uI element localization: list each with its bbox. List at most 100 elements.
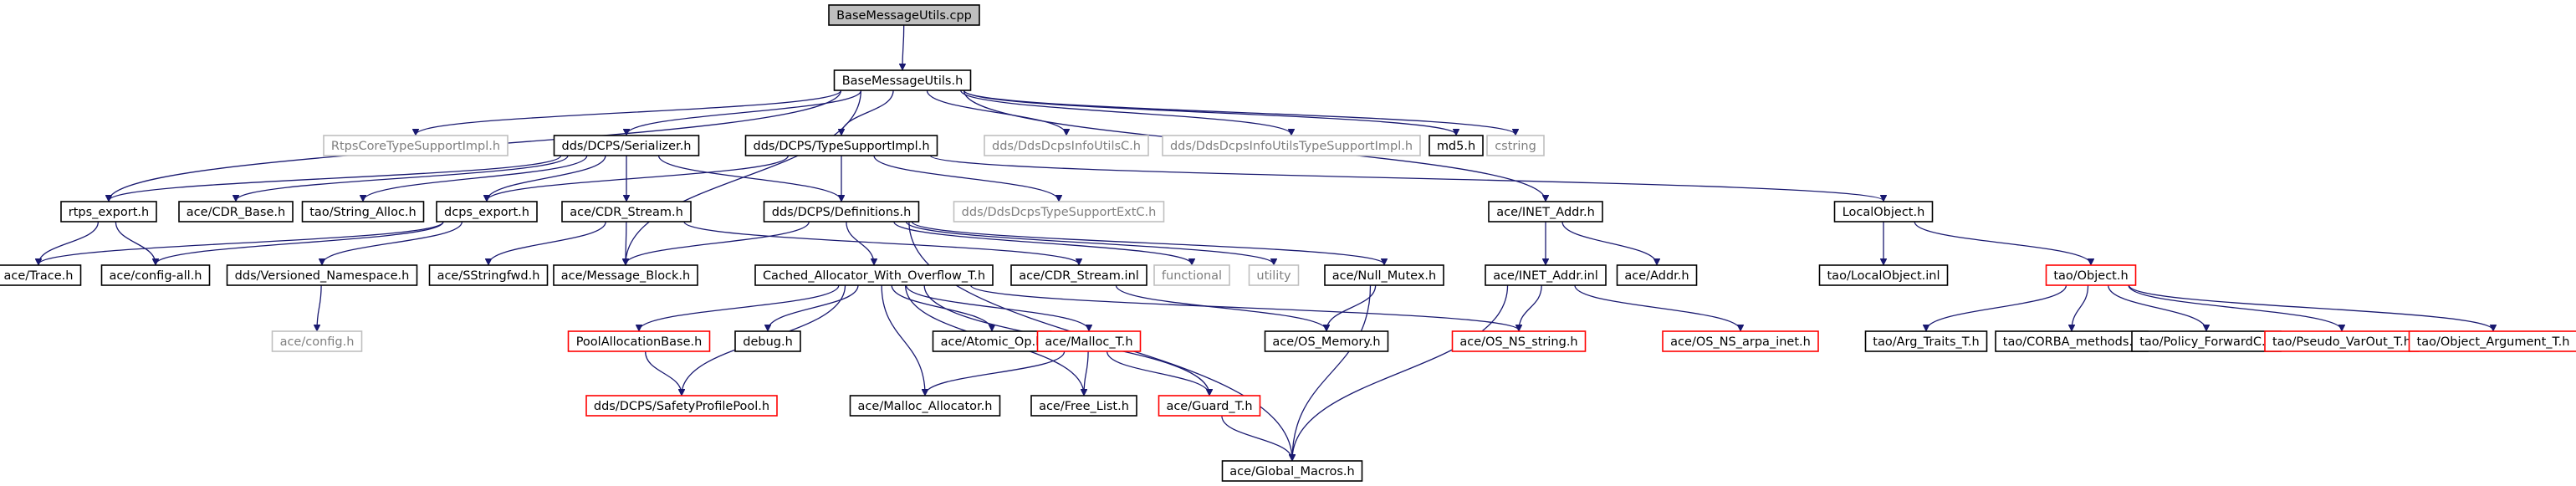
edge-cached-alloc-to-malloc-t	[905, 284, 1089, 330]
node-rtps-core[interactable]: RtpsCoreTypeSupportImpl.h	[323, 135, 509, 156]
node-utility[interactable]: utility	[1248, 264, 1300, 286]
node-null-mutex[interactable]: ace/Null_Mutex.h	[1324, 264, 1444, 286]
node-arg-traits[interactable]: tao/Arg_Traits_T.h	[1864, 330, 1988, 352]
node-box	[60, 201, 157, 223]
node-guard-t[interactable]: ace/Guard_T.h	[1158, 395, 1261, 417]
node-box	[1833, 201, 1934, 223]
node-label: dds/Versioned_Namespace.h	[235, 269, 410, 283]
node-local-object[interactable]: LocalObject.h	[1833, 201, 1934, 223]
node-safety-pool[interactable]: dds/DCPS/SafetyProfilePool.h	[585, 395, 778, 417]
edge-serializer-to-rtps-export	[109, 155, 562, 201]
node-label: tao/CORBA_methods.h	[2003, 335, 2140, 349]
edge-definitions-to-message-block	[626, 221, 810, 264]
edge-definitions-to-functional	[893, 221, 1192, 264]
node-box	[984, 135, 1149, 156]
node-label: tao/LocalObject.inl	[1827, 269, 1940, 283]
node-malloc-allocator[interactable]: ace/Malloc_Allocator.h	[849, 395, 1001, 417]
edge-inet-addr-to-addr	[1561, 221, 1657, 264]
node-addr[interactable]: ace/Addr.h	[1616, 264, 1698, 286]
node-policy-fwd[interactable]: tao/Policy_ForwardC.h	[2131, 330, 2282, 352]
node-label: dds/DCPS/TypeSupportImpl.h	[753, 140, 929, 153]
node-box	[553, 264, 698, 286]
node-inet-addr-inl[interactable]: ace/INET_Addr.inl	[1485, 264, 1607, 286]
edge-bmu-to-infoutilsc	[926, 90, 1066, 135]
node-label: tao/Object_Argument_T.h	[2417, 335, 2570, 349]
node-box	[828, 4, 980, 26]
node-serializer[interactable]: dds/DCPS/Serializer.h	[553, 135, 700, 156]
edge-bmu-to-rtps-core	[416, 90, 842, 135]
edge-local-object-to-tao-object	[1914, 221, 2091, 264]
edge-dcps-export-to-versioned-ns	[322, 221, 463, 264]
edge-inet-addr-inl-to-global-macros	[1292, 284, 1509, 460]
node-cstring[interactable]: cstring	[1486, 135, 1545, 156]
edge-ts-impl-to-local-object	[929, 155, 1884, 201]
node-dcps-export[interactable]: dcps_export.h	[436, 201, 538, 223]
node-box	[1864, 330, 1988, 352]
node-trace[interactable]: ace/Trace.h	[0, 264, 82, 286]
node-string-alloc[interactable]: tao/String_Alloc.h	[301, 201, 425, 223]
node-message-block[interactable]: ace/Message_Block.h	[553, 264, 698, 286]
node-ts-impl[interactable]: dds/DCPS/TypeSupportImpl.h	[744, 135, 938, 156]
node-box	[1486, 135, 1545, 156]
edge-null-mutex-to-global-macros	[1292, 284, 1372, 460]
node-global-macros[interactable]: ace/Global_Macros.h	[1221, 460, 1363, 482]
edge-pool-alloc-base-to-safety-pool	[645, 350, 682, 395]
node-label: ace/OS_NS_arpa_inet.h	[1670, 335, 1811, 349]
node-box	[271, 330, 363, 352]
node-box	[2045, 264, 2137, 286]
node-box	[833, 69, 972, 91]
node-ts-extc[interactable]: dds/DdsDcpsTypeSupportExtC.h	[953, 201, 1165, 223]
node-malloc-t[interactable]: ace/Malloc_T.h	[1036, 330, 1142, 352]
node-pool-alloc-base[interactable]: PoolAllocationBase.h	[567, 330, 711, 352]
node-infoutilsc[interactable]: dds/DdsDcpsInfoUtilsC.h	[984, 135, 1149, 156]
node-box	[1248, 264, 1300, 286]
node-md5[interactable]: md5.h	[1429, 135, 1484, 156]
edge-bmu-to-cstring	[963, 90, 1516, 135]
node-versioned-ns[interactable]: dds/Versioned_Namespace.h	[226, 264, 418, 286]
edge-cached-alloc-to-pool-alloc-base	[639, 284, 840, 330]
node-bmu[interactable]: BaseMessageUtils.h	[833, 69, 972, 91]
node-label: ace/CDR_Base.h	[187, 206, 285, 219]
node-label: ace/INET_Addr.h	[1496, 206, 1595, 219]
node-cached-alloc[interactable]: Cached_Allocator_With_Overflow_T.h	[754, 264, 994, 286]
node-root[interactable]: BaseMessageUtils.cpp	[828, 4, 980, 26]
node-atomic-op[interactable]: ace/Atomic_Op.h	[932, 330, 1052, 352]
node-definitions[interactable]: dds/DCPS/Definitions.h	[763, 201, 920, 223]
node-box	[744, 135, 938, 156]
node-box	[1036, 330, 1142, 352]
node-tao-object[interactable]: tao/Object.h	[2045, 264, 2137, 286]
node-rtps-export[interactable]: rtps_export.h	[60, 201, 157, 223]
node-config-all[interactable]: ace/config-all.h	[100, 264, 211, 286]
node-label: dds/DCPS/Definitions.h	[772, 206, 912, 219]
node-os-memory[interactable]: ace/OS_Memory.h	[1264, 330, 1389, 352]
edge-tao-object-to-object-arg	[2128, 284, 2494, 330]
node-sstringfwd[interactable]: ace/SStringfwd.h	[428, 264, 549, 286]
node-cdr-stream[interactable]: ace/CDR_Stream.h	[561, 201, 692, 223]
node-box	[1818, 264, 1949, 286]
node-box	[1221, 460, 1363, 482]
edge-root-to-bmu	[902, 24, 904, 69]
node-os-ns-arpa[interactable]: ace/OS_NS_arpa_inet.h	[1662, 330, 1819, 352]
node-cdr-stream-inl[interactable]: ace/CDR_Stream.inl	[1010, 264, 1147, 286]
node-debug[interactable]: debug.h	[734, 330, 801, 352]
node-pseudo-varout[interactable]: tao/Pseudo_VarOut_T.h	[2264, 330, 2420, 352]
node-inet-addr[interactable]: ace/INET_Addr.h	[1488, 201, 1603, 223]
node-free-list[interactable]: ace/Free_List.h	[1030, 395, 1137, 417]
node-config-h[interactable]: ace/config.h	[271, 330, 363, 352]
edge-bmu-to-md5	[963, 90, 1457, 135]
node-label: ace/Free_List.h	[1039, 400, 1129, 413]
node-object-arg[interactable]: tao/Object_Argument_T.h	[2408, 330, 2576, 352]
node-box	[100, 264, 211, 286]
node-label: dcps_export.h	[444, 206, 529, 219]
edge-ts-impl-to-ts-extc	[873, 155, 1059, 201]
node-os-ns-string[interactable]: ace/OS_NS_string.h	[1451, 330, 1587, 352]
node-label: dds/DCPS/SafetyProfilePool.h	[594, 400, 769, 413]
node-cdr-base[interactable]: ace/CDR_Base.h	[178, 201, 294, 223]
node-box	[1488, 201, 1603, 223]
node-local-object-inl[interactable]: tao/LocalObject.inl	[1818, 264, 1949, 286]
node-box	[1451, 330, 1587, 352]
node-box	[1662, 330, 1819, 352]
node-functional[interactable]: functional	[1153, 264, 1230, 286]
node-infoutils-ts[interactable]: dds/DdsDcpsInfoUtilsTypeSupportImpl.h	[1162, 135, 1421, 156]
node-corba-methods[interactable]: tao/CORBA_methods.h	[1995, 330, 2149, 352]
